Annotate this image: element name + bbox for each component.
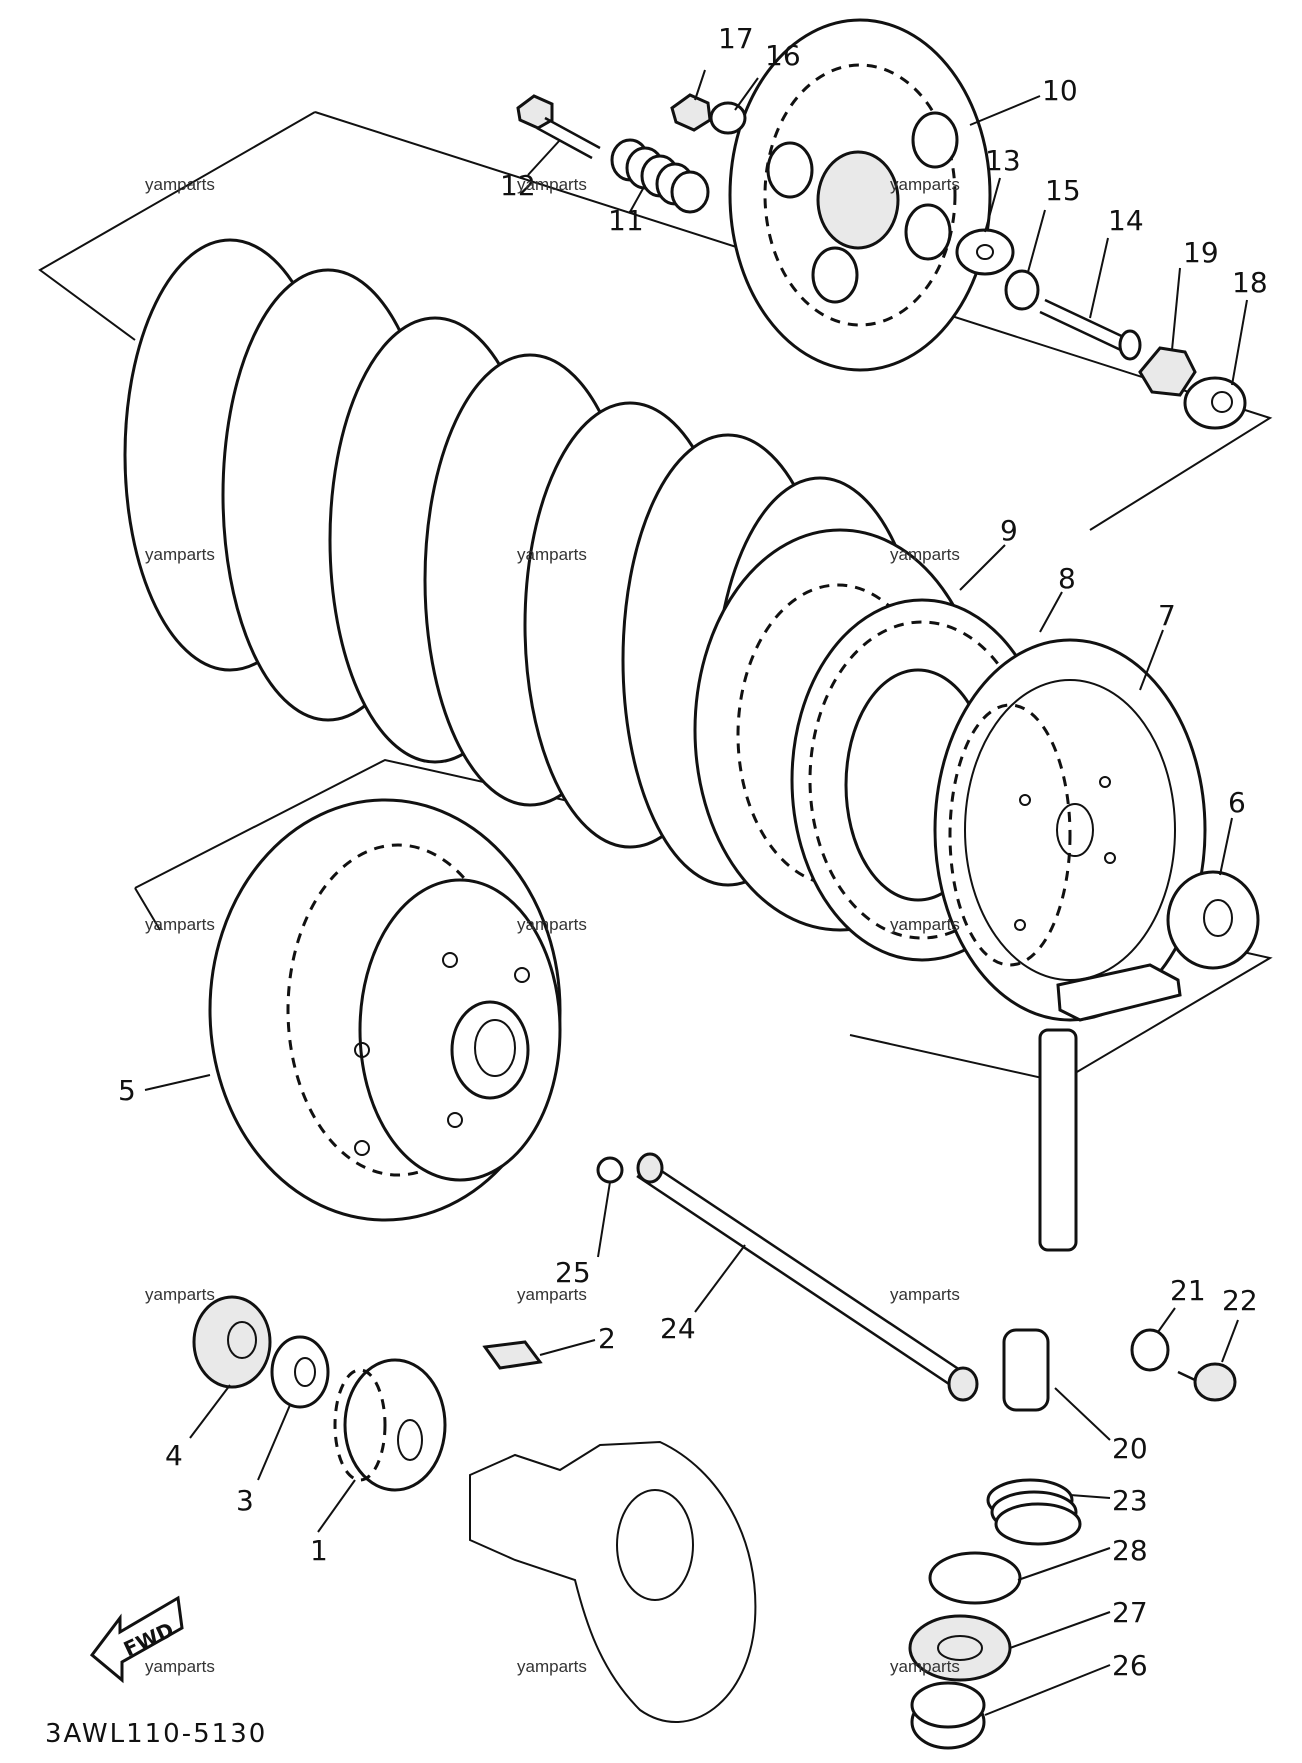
- callout-9: 9: [1000, 514, 1018, 547]
- crankshaft-outline: [469, 1440, 757, 1723]
- callout-labels: 17 16 10 12 11 13 15 14 19 18 9 8 7 6 5 …: [118, 22, 1268, 1682]
- callout-5: 5: [118, 1074, 136, 1107]
- part-13-push-plate: [955, 228, 1015, 276]
- callout-10: 10: [1042, 74, 1078, 107]
- callout-26: 26: [1112, 1649, 1148, 1682]
- watermark: yamparts: [517, 1657, 587, 1676]
- part-2-key: [482, 1340, 543, 1370]
- callout-18: 18: [1232, 266, 1268, 299]
- watermark: yamparts: [517, 175, 587, 194]
- part-22-screw: [1177, 1362, 1237, 1402]
- part-4-oil-seal: [192, 1295, 272, 1389]
- callout-16: 16: [765, 39, 801, 72]
- watermark: yamparts: [145, 175, 215, 194]
- watermark: yamparts: [890, 175, 960, 194]
- part-28-clip: [928, 1551, 1022, 1605]
- part-10-pressure-plate: [728, 18, 992, 372]
- part-3-washer: [270, 1335, 330, 1409]
- watermark: yamparts: [145, 545, 215, 564]
- watermark: yamparts: [145, 1657, 215, 1676]
- watermark: yamparts: [517, 1285, 587, 1304]
- part-19-nut: [1138, 346, 1197, 397]
- callout-4: 4: [165, 1439, 183, 1472]
- callout-2: 2: [598, 1322, 616, 1355]
- callout-20: 20: [1112, 1432, 1148, 1465]
- part-12-bolt: [516, 94, 601, 160]
- callout-7: 7: [1158, 599, 1176, 632]
- callout-19: 19: [1183, 236, 1219, 269]
- part-23-spring: [986, 1478, 1082, 1546]
- callout-22: 22: [1222, 1284, 1258, 1317]
- kick-starter-parts: [482, 963, 1237, 1750]
- leader-lines: [144, 69, 1248, 1716]
- part-6-lock-washer: [1166, 870, 1260, 970]
- callout-3: 3: [236, 1484, 254, 1517]
- part-18-lock-washer: [1183, 376, 1247, 430]
- callout-6: 6: [1228, 786, 1246, 819]
- callout-11: 11: [608, 204, 644, 237]
- callout-27: 27: [1112, 1596, 1148, 1629]
- watermark: yamparts: [145, 1285, 215, 1304]
- watermark: yamparts: [890, 1285, 960, 1304]
- watermark: yamparts: [890, 545, 960, 564]
- callout-25: 25: [555, 1256, 591, 1289]
- watermark: yamparts: [890, 1657, 960, 1676]
- top-hardware: [516, 93, 1247, 430]
- part-21-washer: [1130, 1328, 1170, 1372]
- part-25-ball: [596, 1156, 624, 1184]
- watermark: yamparts: [890, 915, 960, 934]
- part-11-spring: [610, 138, 710, 214]
- part-5-clutch-housing: [208, 798, 562, 1222]
- callout-24: 24: [660, 1312, 696, 1345]
- part-1-primary-drive-gear: [333, 1358, 447, 1492]
- part-16-washer: [709, 101, 747, 135]
- callout-28: 28: [1112, 1534, 1148, 1567]
- callout-17: 17: [718, 22, 754, 55]
- callout-1: 1: [310, 1534, 328, 1567]
- part-20-push-lever-shaft: [1002, 963, 1182, 1412]
- part-7-clutch-boss: [933, 638, 1207, 1022]
- watermarks: yamparts yamparts yamparts yamparts yamp…: [145, 175, 960, 1676]
- watermark: yamparts: [517, 915, 587, 934]
- crank-side-parts: [192, 1295, 757, 1723]
- part-26-collar: [910, 1681, 986, 1750]
- callout-21: 21: [1170, 1274, 1206, 1307]
- part-24-push-rod: [636, 1152, 979, 1402]
- assembly-outlines: [38, 111, 1273, 1084]
- watermark: yamparts: [517, 545, 587, 564]
- diagram-code: 3AWL110-5130: [45, 1719, 267, 1749]
- callout-13: 13: [985, 144, 1021, 177]
- callout-12: 12: [500, 169, 536, 202]
- part-14-adjust-screw: [1039, 298, 1142, 361]
- part-17-nut: [670, 93, 712, 132]
- callout-14: 14: [1108, 204, 1144, 237]
- callout-8: 8: [1058, 562, 1076, 595]
- callout-15: 15: [1045, 174, 1081, 207]
- part-15-o-ring: [1004, 269, 1040, 311]
- callout-23: 23: [1112, 1484, 1148, 1517]
- watermark: yamparts: [145, 915, 215, 934]
